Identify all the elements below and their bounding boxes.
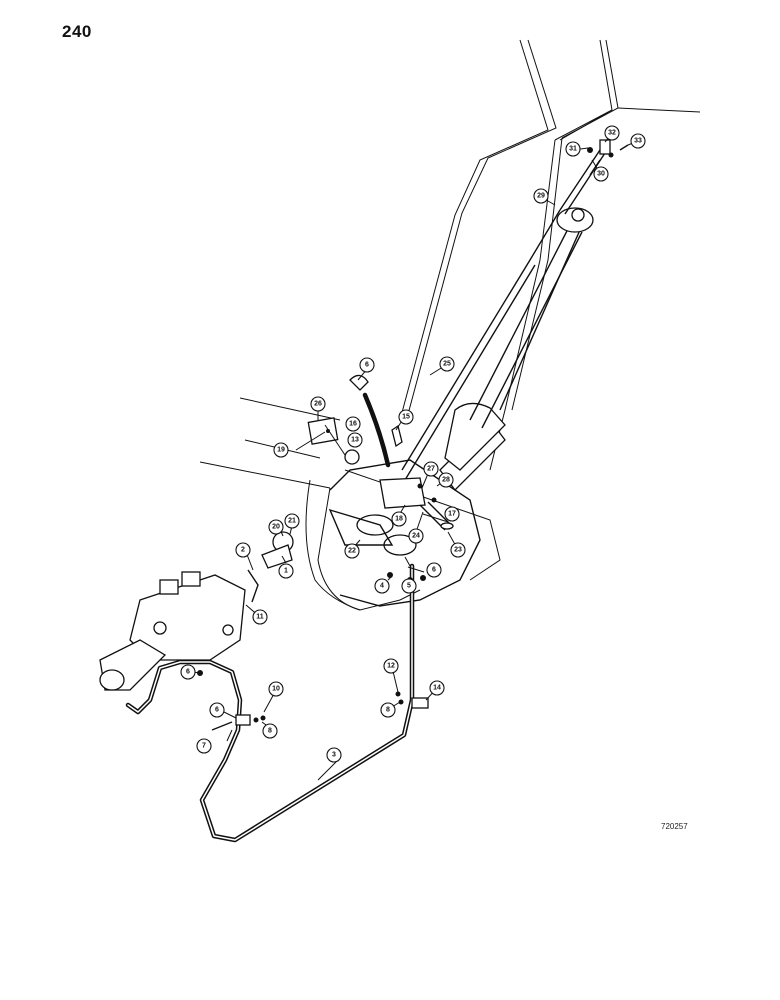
callout-25: 25 xyxy=(439,356,455,372)
swing-casting xyxy=(328,459,481,607)
callout-20: 20 xyxy=(268,519,284,535)
hydraulic-cylinder xyxy=(401,149,606,491)
svg-text:6: 6 xyxy=(215,707,219,714)
svg-text:3: 3 xyxy=(332,752,336,759)
callout-8-right: 8 xyxy=(380,702,396,718)
svg-text:7: 7 xyxy=(202,743,206,750)
callout-10: 10 xyxy=(268,681,284,697)
callout-12: 12 xyxy=(383,658,399,674)
svg-text:24: 24 xyxy=(412,533,420,540)
callout-6-valve: 6 xyxy=(180,664,196,680)
callout-6-clamp: 6 xyxy=(209,702,225,718)
callout-29: 29 xyxy=(533,188,549,204)
callout-22: 22 xyxy=(344,543,360,559)
svg-text:13: 13 xyxy=(351,437,359,444)
callout-1: 1 xyxy=(278,563,294,579)
control-valve xyxy=(99,571,246,691)
svg-text:29: 29 xyxy=(537,193,545,200)
callout-11: 11 xyxy=(252,609,268,625)
svg-text:6: 6 xyxy=(365,362,369,369)
svg-text:11: 11 xyxy=(256,614,264,621)
svg-text:6: 6 xyxy=(186,669,190,676)
callout-28: 28 xyxy=(438,472,454,488)
svg-text:28: 28 xyxy=(442,477,450,484)
callout-26: 26 xyxy=(310,396,326,412)
callout-21: 21 xyxy=(284,513,300,529)
svg-text:17: 17 xyxy=(448,511,456,518)
svg-text:21: 21 xyxy=(288,518,296,525)
svg-text:25: 25 xyxy=(443,361,451,368)
frame-lines xyxy=(199,397,501,611)
callout-5: 5 xyxy=(401,578,417,594)
callout-27: 27 xyxy=(423,461,439,477)
svg-text:27: 27 xyxy=(427,466,435,473)
callout-3: 3 xyxy=(326,747,342,763)
boom-outline xyxy=(399,39,701,471)
svg-text:15: 15 xyxy=(402,414,410,421)
callout-32: 32 xyxy=(604,125,620,141)
page-number: 240 xyxy=(62,22,92,41)
callout-30: 30 xyxy=(593,166,609,182)
callout-6-tube: 6 xyxy=(426,562,442,578)
callout-23: 23 xyxy=(450,542,466,558)
svg-text:30: 30 xyxy=(597,171,605,178)
svg-text:2: 2 xyxy=(241,547,245,554)
callout-19: 19 xyxy=(273,442,289,458)
callout-7: 7 xyxy=(196,738,212,754)
svg-text:19: 19 xyxy=(277,447,285,454)
svg-text:33: 33 xyxy=(634,138,642,145)
callout-13: 13 xyxy=(347,432,363,448)
svg-text:16: 16 xyxy=(349,421,357,428)
svg-text:1: 1 xyxy=(284,568,288,575)
callout-33: 33 xyxy=(630,133,646,149)
svg-text:8: 8 xyxy=(268,728,272,735)
svg-text:31: 31 xyxy=(569,146,577,153)
svg-text:14: 14 xyxy=(433,685,441,692)
callout-8-left: 8 xyxy=(262,723,278,739)
svg-text:18: 18 xyxy=(395,516,403,523)
callout-2: 2 xyxy=(235,542,251,558)
callout-24: 24 xyxy=(408,528,424,544)
svg-text:26: 26 xyxy=(314,401,322,408)
callout-18: 18 xyxy=(391,511,407,527)
callout-4: 4 xyxy=(374,578,390,594)
callout-6-boom: 6 xyxy=(359,357,375,373)
svg-text:6: 6 xyxy=(432,567,436,574)
svg-text:4: 4 xyxy=(380,583,384,590)
callout-14: 14 xyxy=(429,680,445,696)
callout-17: 17 xyxy=(444,506,460,522)
drawing-reference-code: 720257 xyxy=(661,822,688,831)
svg-text:8: 8 xyxy=(386,707,390,714)
svg-text:20: 20 xyxy=(272,524,280,531)
svg-text:23: 23 xyxy=(454,547,462,554)
callout-15: 15 xyxy=(398,409,414,425)
svg-text:10: 10 xyxy=(272,686,280,693)
svg-text:5: 5 xyxy=(407,583,411,590)
callout-16: 16 xyxy=(345,416,361,432)
svg-text:32: 32 xyxy=(608,130,616,137)
callout-31: 31 xyxy=(565,141,581,157)
svg-text:22: 22 xyxy=(348,548,356,555)
svg-text:12: 12 xyxy=(387,663,395,670)
callout-markers: 1 2 3 4 5 6 6 6 6 7 8 8 10 11 12 13 14 1… xyxy=(180,125,646,763)
